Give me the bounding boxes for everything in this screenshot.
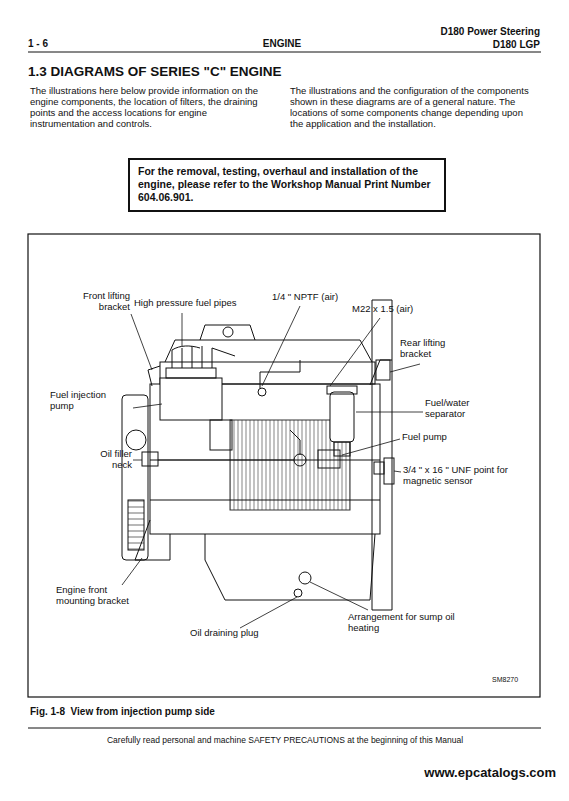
engine-drawing (122, 300, 394, 610)
watermark: www.epcatalogs.com (380, 766, 556, 781)
callout-label: Front lifting bracket (56, 291, 130, 313)
figure-caption: Fig. 1-8 View from injection pump side (30, 706, 430, 718)
callout-label: Oil draining plug (190, 628, 310, 639)
model-name: D180 LGP (380, 39, 540, 51)
callout-label: Fuel/water separator (425, 398, 505, 420)
footer-rule (28, 728, 541, 729)
callout-label: High pressure fuel pipes (134, 298, 274, 309)
drawing-code: SM8270 (492, 676, 536, 684)
leader-lines (122, 306, 423, 628)
callout-label: Engine front mounting bracket (56, 585, 142, 607)
note-box: For the removal, testing, overhaul and i… (128, 158, 446, 212)
safety-note: Carefully read personal and machine SAFE… (60, 736, 510, 746)
model-name: D180 Power Steering (380, 26, 540, 38)
callout-label: M22 x 1.5 (air) (352, 304, 452, 315)
intro-text: The illustrations here below provide inf… (30, 86, 270, 130)
callout-label: Fuel pump (402, 432, 482, 443)
chapter-name: ENGINE (232, 38, 332, 50)
callout-label: Oil filler neck (82, 449, 132, 471)
section-title: 1.3 DIAGRAMS OF SERIES "C" ENGINE (28, 64, 528, 80)
figure-frame (28, 234, 540, 697)
header-rule (28, 52, 541, 53)
callout-label: Rear lifting bracket (400, 338, 460, 360)
note-text: For the removal, testing, overhaul and i… (138, 165, 436, 204)
intro-text: The illustrations and the configuration … (290, 86, 538, 130)
callout-label: 1/4 " NPTF (air) (272, 292, 372, 303)
page-number: 1 - 6 (28, 38, 88, 50)
callout-label: Fuel injection pump (50, 390, 132, 412)
callout-label: Arrangement for sump oil heating (348, 612, 458, 634)
callout-label: 3/4 " x 16 " UNF point for magnetic sens… (403, 465, 513, 487)
